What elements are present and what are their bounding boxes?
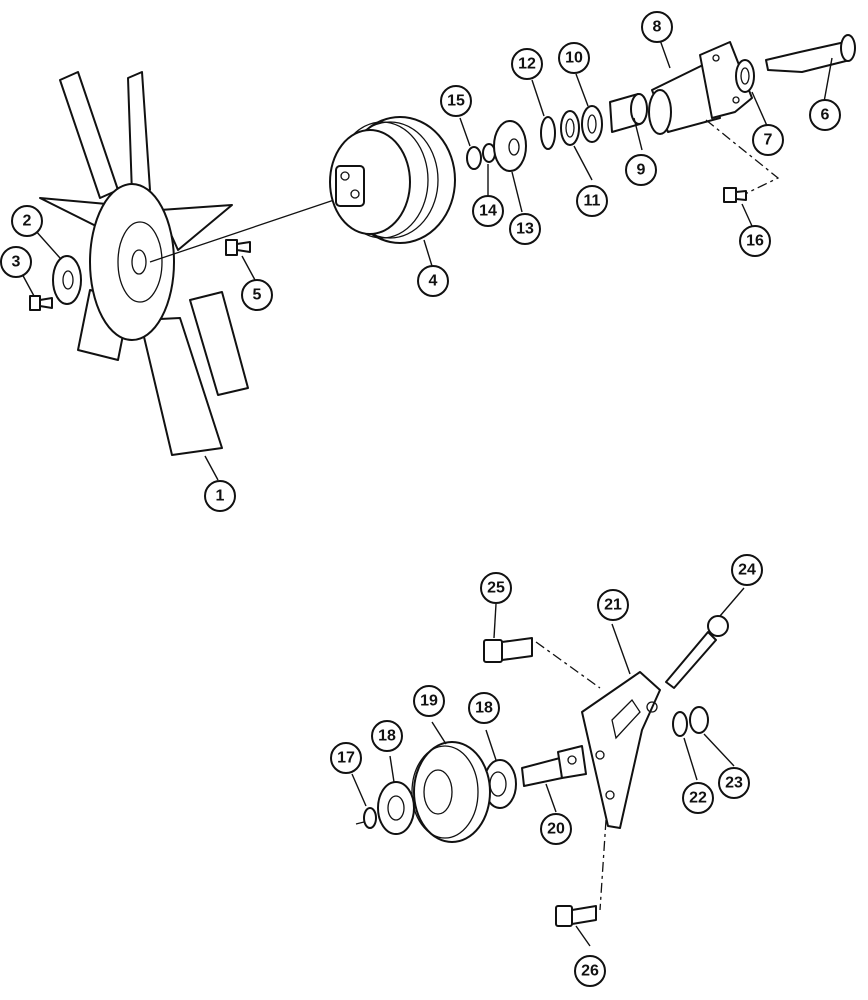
callout-6: 6 <box>809 99 841 131</box>
svg-text:26: 26 <box>581 963 599 980</box>
bearing-18-left <box>377 781 415 835</box>
bolt-26 <box>555 905 597 927</box>
svg-text:7: 7 <box>764 132 773 149</box>
svg-text:14: 14 <box>479 203 497 220</box>
callout-14: 14 <box>472 195 504 227</box>
svg-text:23: 23 <box>725 775 743 792</box>
snap-ring-12 <box>540 116 556 150</box>
svg-text:6: 6 <box>821 107 830 124</box>
adjuster-rod-24 <box>665 615 729 689</box>
assembly-line-17 <box>355 821 365 825</box>
svg-text:5: 5 <box>253 287 262 304</box>
idler-pulley-19 <box>411 741 491 843</box>
svg-text:10: 10 <box>565 50 583 67</box>
double-groove-pulley <box>329 116 456 244</box>
callout-21: 21 <box>597 589 629 621</box>
callout-8: 8 <box>641 11 673 43</box>
bolt-16 <box>723 187 747 203</box>
bolt-25 <box>483 637 533 663</box>
callout-4: 4 <box>417 265 449 297</box>
callout-7: 7 <box>752 124 784 156</box>
svg-text:18: 18 <box>378 728 396 745</box>
fan-blade-lower-right <box>189 291 249 396</box>
svg-text:16: 16 <box>746 233 764 250</box>
callout-16: 16 <box>739 225 771 257</box>
fan-blade-top-left <box>59 71 119 199</box>
pivot-shaft-20 <box>521 745 587 787</box>
fan-blade-bottom <box>139 317 223 456</box>
callout-2: 2 <box>11 205 43 237</box>
callout-26: 26 <box>574 955 606 987</box>
svg-text:11: 11 <box>584 193 601 210</box>
svg-text:22: 22 <box>689 790 707 807</box>
leader-lines <box>20 39 833 947</box>
bolt-5 <box>225 239 251 256</box>
callout-17: 17 <box>330 742 362 774</box>
callout-1: 1 <box>204 480 236 512</box>
assembly-line-25 <box>535 641 601 689</box>
callout-15: 15 <box>440 85 472 117</box>
hub-housing-8 <box>648 41 753 135</box>
svg-text:17: 17 <box>337 750 355 767</box>
shaft-6 <box>765 34 856 73</box>
svg-text:3: 3 <box>12 254 21 271</box>
svg-text:2: 2 <box>23 213 32 230</box>
flange-13 <box>493 120 527 172</box>
assembly-line-16 <box>705 119 780 195</box>
callout-3: 3 <box>0 246 32 278</box>
callout-12: 12 <box>511 48 543 80</box>
spacer-sleeve-9 <box>609 93 648 133</box>
callout-22: 22 <box>682 782 714 814</box>
callout-11: 11 <box>576 185 608 217</box>
spacer-plate <box>52 255 82 305</box>
svg-text:8: 8 <box>653 19 662 36</box>
fan-hub-bore <box>131 249 147 275</box>
callout-5: 5 <box>241 279 273 311</box>
washer-22 <box>672 711 688 737</box>
fan-hub-face <box>117 221 163 303</box>
callout-24: 24 <box>731 554 763 586</box>
callout-23: 23 <box>718 767 750 799</box>
bolt-3 <box>29 295 53 311</box>
idler-bracket-21 <box>581 671 661 829</box>
nut-23 <box>689 706 709 734</box>
svg-text:13: 13 <box>516 221 534 238</box>
nut-15 <box>466 146 482 170</box>
callout-13: 13 <box>509 213 541 245</box>
callout-9: 9 <box>625 154 657 186</box>
callout-20: 20 <box>540 813 572 845</box>
seal-7 <box>735 59 755 93</box>
fan-blade-top <box>127 71 151 195</box>
svg-text:9: 9 <box>637 162 646 179</box>
callout-10: 10 <box>558 42 590 74</box>
svg-text:1: 1 <box>216 488 225 505</box>
svg-text:12: 12 <box>518 56 536 73</box>
assembly-line-26 <box>599 819 607 911</box>
svg-text:15: 15 <box>447 93 465 110</box>
svg-text:20: 20 <box>547 821 565 838</box>
svg-text:18: 18 <box>475 700 493 717</box>
svg-text:19: 19 <box>420 693 438 710</box>
svg-text:4: 4 <box>429 273 438 290</box>
svg-text:24: 24 <box>738 562 756 579</box>
bearing-10 <box>581 105 603 143</box>
svg-text:21: 21 <box>604 597 622 614</box>
bearing-11 <box>560 110 580 146</box>
callout-18-right: 18 <box>468 692 500 724</box>
callout-18-left: 18 <box>371 720 403 752</box>
snap-ring-17 <box>363 807 377 829</box>
callout-25: 25 <box>480 572 512 604</box>
assembly-line-fan-pulley <box>149 197 341 263</box>
svg-text:25: 25 <box>487 580 505 597</box>
fan-assembly <box>39 71 249 456</box>
callout-19: 19 <box>413 685 445 717</box>
